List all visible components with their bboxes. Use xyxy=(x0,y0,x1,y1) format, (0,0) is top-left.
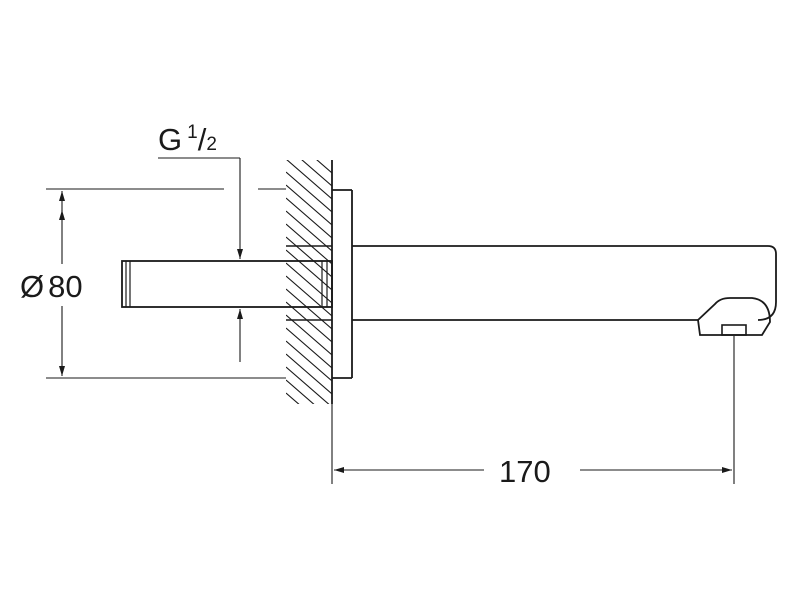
spout-body xyxy=(352,245,777,336)
wall-hatching xyxy=(286,160,332,459)
length-label: 170 xyxy=(499,454,551,489)
hatch-line xyxy=(286,288,332,330)
hatch-line xyxy=(286,301,332,343)
thread-sup: 1 xyxy=(187,122,198,143)
thread-slash: / xyxy=(198,122,207,157)
hatch-line xyxy=(286,275,332,317)
hatch-line xyxy=(286,197,332,239)
hatch-line xyxy=(286,392,300,404)
hatch-line xyxy=(286,419,332,459)
hatch-line xyxy=(286,160,332,200)
hatch-line xyxy=(286,327,332,369)
hatch-line xyxy=(286,184,332,226)
hatch-line xyxy=(286,210,332,252)
diameter-symbol: Ø xyxy=(20,269,44,304)
hatch-line xyxy=(286,340,332,382)
hatch-line xyxy=(286,171,332,213)
hatch-line xyxy=(286,314,332,356)
hatch-line xyxy=(316,160,332,174)
hatch-line xyxy=(301,160,332,187)
hatch-line xyxy=(286,379,315,404)
hatch-line xyxy=(286,223,332,265)
hatch-line xyxy=(286,262,332,304)
hatch-line xyxy=(331,160,332,161)
diameter-value: 80 xyxy=(48,269,82,304)
hatch-line xyxy=(286,366,330,404)
hatch-line xyxy=(286,249,332,291)
thread-main: G xyxy=(158,122,182,157)
thread-sub: 2 xyxy=(206,134,217,155)
wall-rosette xyxy=(332,189,353,379)
hatch-line xyxy=(286,236,332,278)
length-dimension: 170 xyxy=(331,336,735,489)
hatch-line xyxy=(286,353,332,395)
hatch-line xyxy=(286,406,332,446)
threaded-stub xyxy=(121,260,333,308)
